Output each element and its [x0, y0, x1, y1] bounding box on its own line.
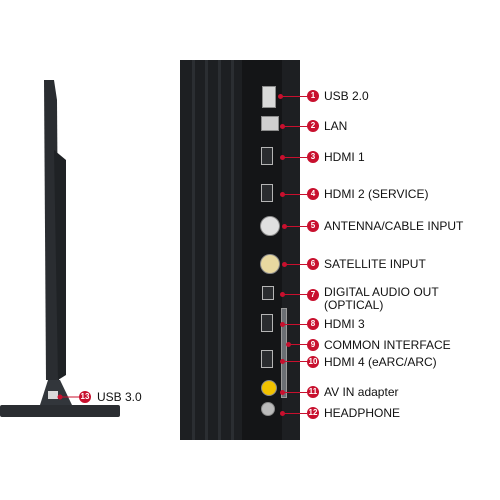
callout-badge-13: 13 — [79, 391, 91, 403]
callout-label-hdmi3: HDMI 3 — [324, 317, 365, 331]
callout-badge-8: 8 — [307, 318, 319, 330]
ci-slot — [281, 308, 287, 398]
lan-port — [261, 116, 279, 131]
callout-badge-10: 10 — [307, 356, 319, 368]
rear-panel — [180, 60, 300, 440]
callout-badge-1: 1 — [307, 90, 319, 102]
tv-side-profile — [0, 80, 120, 417]
callout-label-usb3: USB 3.0 — [97, 390, 142, 404]
hdmi1-port — [261, 147, 273, 165]
satellite-port — [260, 254, 280, 274]
callout-label-usb2: USB 2.0 — [324, 89, 369, 103]
callout-badge-5: 5 — [307, 220, 319, 232]
headphone-port — [261, 402, 275, 416]
callout-badge-11: 11 — [307, 386, 319, 398]
usb3-port — [48, 391, 58, 399]
callout-badge-7: 7 — [307, 289, 319, 301]
callout-label-antenna: ANTENNA/CABLE INPUT — [324, 219, 464, 233]
callout-label-lan: LAN — [324, 119, 348, 133]
callout-badge-2: 2 — [307, 120, 319, 132]
optical-port — [262, 286, 274, 300]
callout-badge-4: 4 — [307, 188, 319, 200]
antenna-port — [260, 216, 280, 236]
callout-label-satellite: SATELLITE INPUT — [324, 257, 426, 271]
callout-label-hdmi1: HDMI 1 — [324, 150, 365, 164]
callout-label-hdmi4: HDMI 4 (eARC/ARC) — [324, 355, 437, 369]
callout-label-optical: DIGITAL AUDIO OUT — [324, 285, 439, 299]
callout-label-headphone: HEADPHONE — [324, 406, 401, 420]
usb2-port — [262, 86, 276, 108]
callout-badge-6: 6 — [307, 258, 319, 270]
hdmi4-port — [261, 350, 273, 368]
callout-badge-12: 12 — [307, 407, 319, 419]
av-in-port — [261, 380, 277, 396]
callout-label-av-in: AV IN adapter — [324, 385, 399, 399]
tv-stand-base — [0, 405, 120, 417]
hdmi3-port — [261, 314, 273, 332]
tv-body-back — [54, 150, 66, 380]
callout-badge-3: 3 — [307, 151, 319, 163]
callout-label-optical-sub: (OPTICAL) — [324, 298, 384, 312]
callout-label-hdmi2: HDMI 2 (SERVICE) — [324, 187, 429, 201]
callout-label-ci: COMMON INTERFACE — [324, 338, 451, 352]
callout-badge-9: 9 — [307, 339, 319, 351]
hdmi2-port — [261, 184, 273, 202]
